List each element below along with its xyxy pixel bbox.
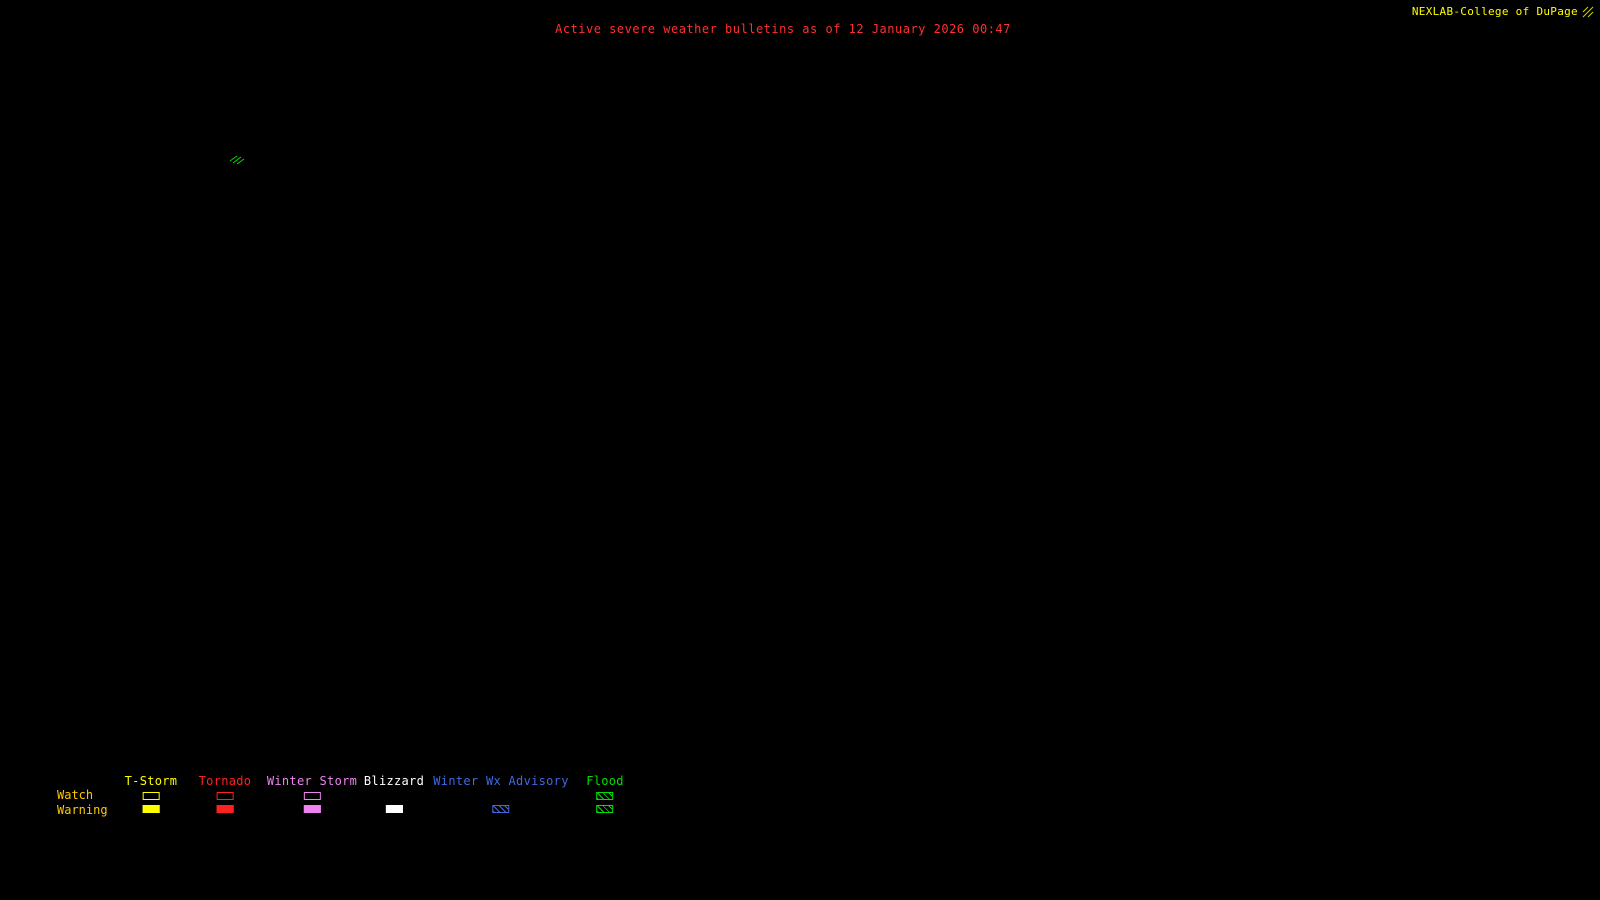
legend-swatch-winter-wx-advisory-warning xyxy=(492,805,510,813)
legend-col-winter-storm: Winter Storm xyxy=(267,775,357,813)
legend-swatch-tornado-warning xyxy=(216,805,234,813)
branding-label: NEXLAB-College of DuPage xyxy=(1411,5,1578,18)
legend-warning-label: Warning xyxy=(57,803,108,817)
legend-col-label-blizzard: Blizzard xyxy=(363,774,425,788)
legend-col-label-tstorm: T-Storm xyxy=(124,774,178,788)
legend-col-flood: Flood xyxy=(586,775,624,813)
legend-col-blizzard: Blizzard xyxy=(364,775,424,813)
legend-swatch-blizzard-warning xyxy=(385,805,403,813)
legend-col-label-winter-wx-advisory: Winter Wx Advisory xyxy=(433,774,569,788)
legend: Watch Warning T-Storm Tornado Winter Storm… xyxy=(50,775,710,825)
page-title: Active severe weather bulletins as of 12… xyxy=(555,22,1011,36)
legend-swatch-flood-warning xyxy=(596,805,614,813)
legend-col-label-flood: Flood xyxy=(586,774,624,788)
legend-watch-label: Watch xyxy=(57,788,94,802)
legend-swatch-flood-watch xyxy=(596,792,614,800)
cod-logo-icon xyxy=(1582,6,1594,18)
legend-swatch-winter-storm-warning xyxy=(303,805,321,813)
legend-col-tstorm: T-Storm xyxy=(125,775,178,813)
legend-col-label-winter-storm: Winter Storm xyxy=(266,774,358,788)
legend-col-winter-wx-advisory: Winter Wx Advisory xyxy=(433,775,568,813)
legend-col-tornado: Tornado xyxy=(199,775,252,813)
branding: NEXLAB-College of DuPage xyxy=(1412,5,1594,18)
legend-swatch-winter-storm-watch xyxy=(303,792,321,800)
flood-advisory-polygon-icon xyxy=(228,152,246,166)
legend-swatch-tornado-watch xyxy=(216,792,234,800)
legend-swatch-tstorm-watch xyxy=(142,792,160,800)
legend-col-label-tornado: Tornado xyxy=(198,774,252,788)
legend-swatch-tstorm-warning xyxy=(142,805,160,813)
